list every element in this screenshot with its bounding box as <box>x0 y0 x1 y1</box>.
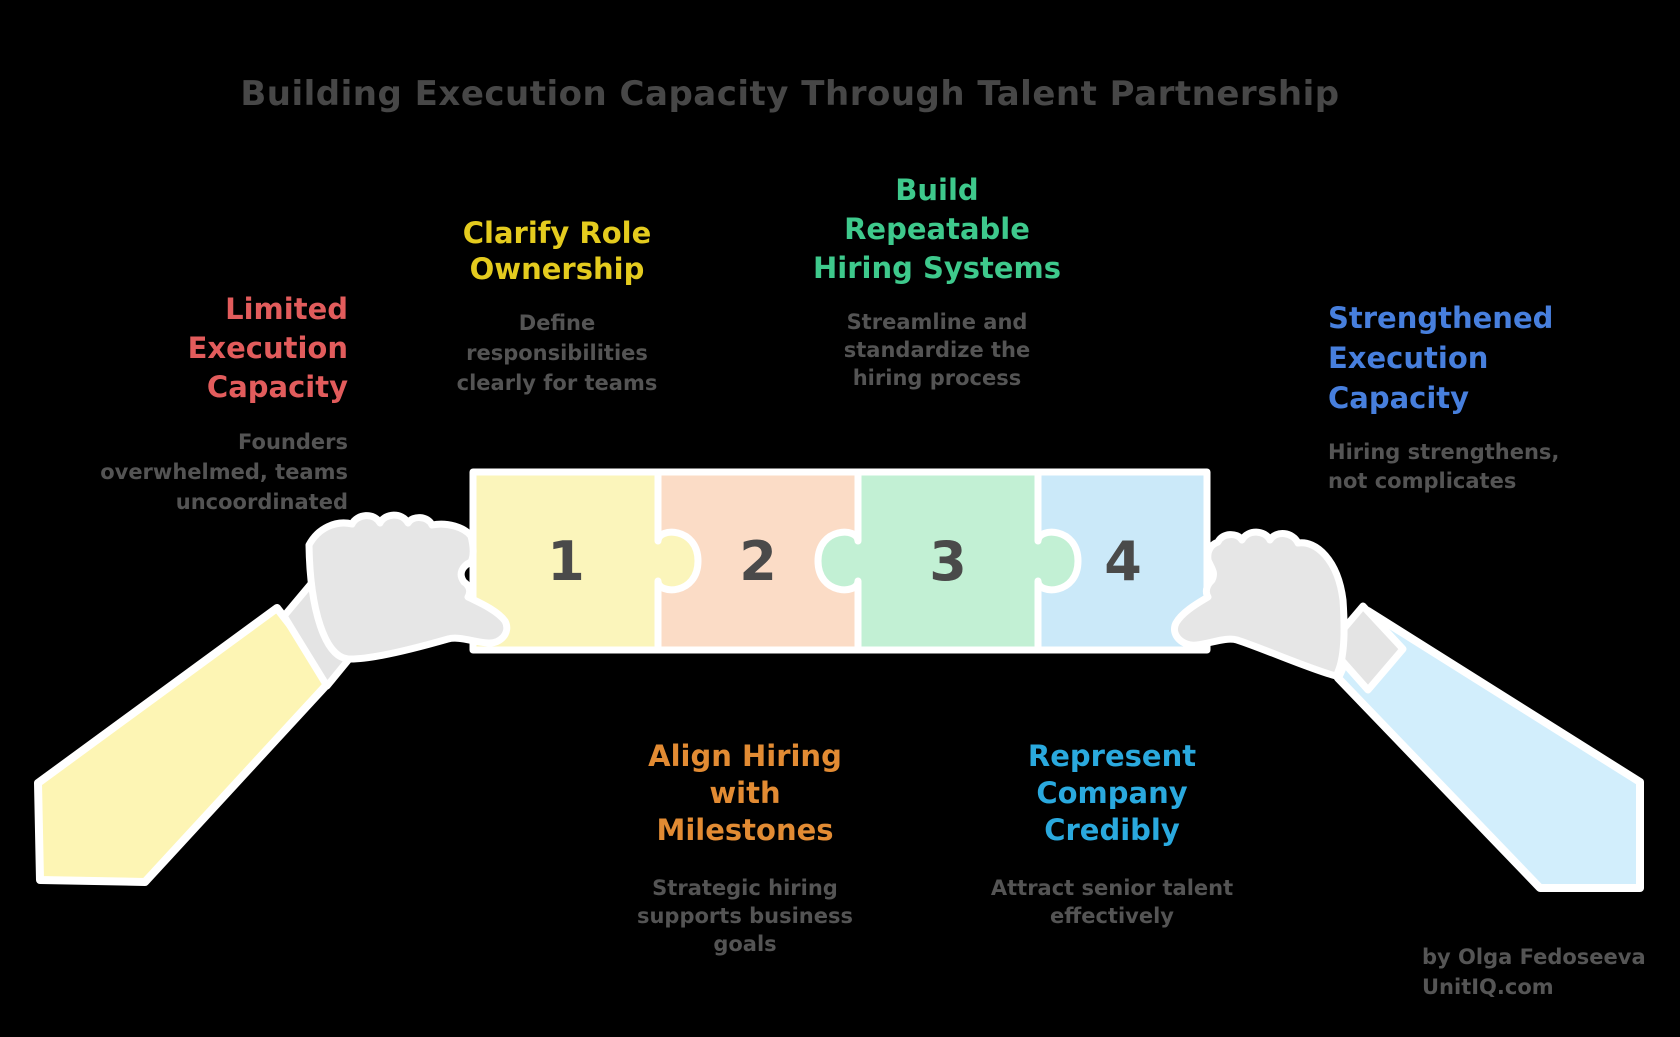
puzzle-piece-number-3: 3 <box>929 530 967 593</box>
callout-heading-limited-execution-capacity: Limited Execution Capacity <box>187 292 348 404</box>
callout-subtitle-strengthened-execution-capacity: Hiring strengthens, not complicates <box>1328 440 1560 493</box>
callout-subtitle-clarify-role-ownership: Define responsibilities clearly for team… <box>456 311 658 395</box>
callout-heading-represent-company-credibly: Represent Company Credibly <box>1027 739 1197 847</box>
puzzle-piece-number-4: 4 <box>1104 530 1142 593</box>
infographic-title: Building Execution Capacity Through Tale… <box>240 74 1340 114</box>
puzzle-piece-number-2: 2 <box>739 530 777 593</box>
callout-heading-build-repeatable-hiring-systems: Build Repeatable Hiring Systems <box>812 173 1061 285</box>
right-hand <box>1171 528 1348 680</box>
puzzle-piece-number-1: 1 <box>547 530 585 593</box>
right-cuff <box>1325 602 1407 694</box>
puzzle-piece-3 <box>814 468 1082 654</box>
left-hand <box>305 511 511 663</box>
callout-subtitle-represent-company-credibly: Attract senior talent effectively <box>990 876 1234 928</box>
attribution-credit: by Olga Fedoseeva UnitIQ.com <box>1422 945 1646 999</box>
callout-subtitle-build-repeatable-hiring-systems: Streamline and standardize the hiring pr… <box>843 310 1031 390</box>
callout-heading-strengthened-execution-capacity: Strengthened Execution Capacity <box>1328 301 1554 415</box>
callout-subtitle-limited-execution-capacity: Founders overwhelmed, teams uncoordinate… <box>100 430 348 514</box>
callout-heading-clarify-role-ownership: Clarify Role Ownership <box>462 216 652 286</box>
callout-heading-align-hiring-with-milestones: Align Hiring with Milestones <box>648 739 842 847</box>
left-arm-sleeve <box>34 604 336 886</box>
puzzle-piece-1 <box>469 468 702 654</box>
callout-subtitle-align-hiring-with-milestones: Strategic hiring supports business goals <box>636 876 854 956</box>
